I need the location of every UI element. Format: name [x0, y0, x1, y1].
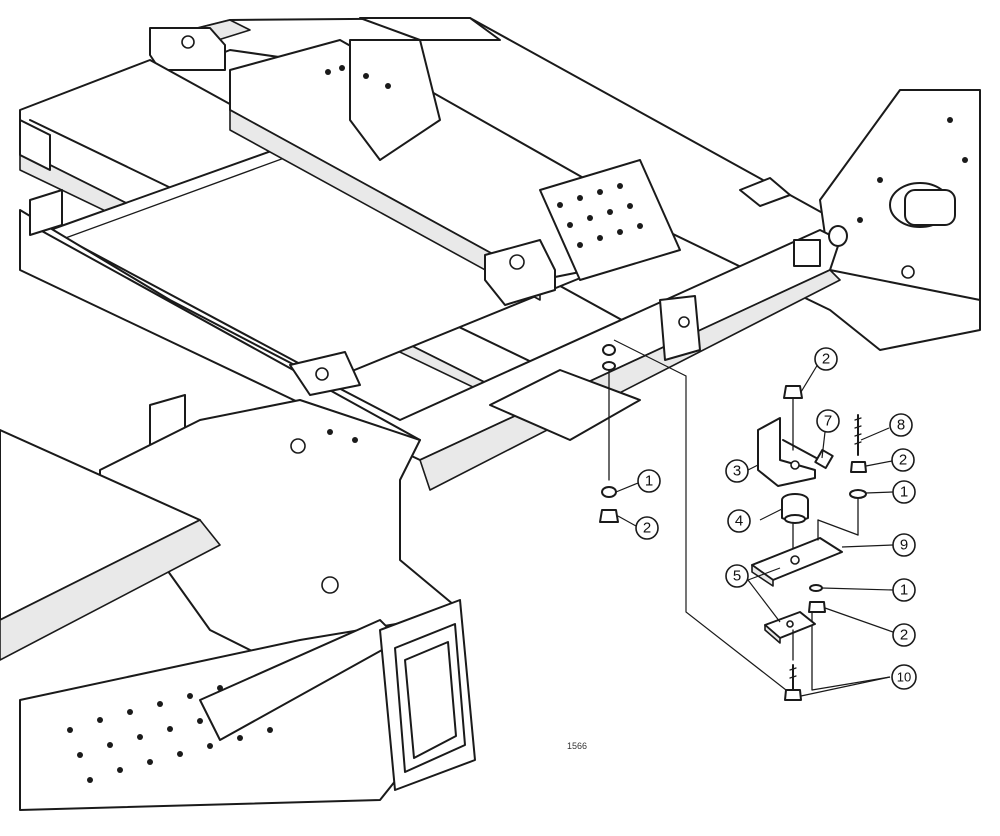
callout-label: 9: [900, 537, 908, 554]
bolt-7: [782, 439, 834, 470]
bolt-8: [854, 414, 862, 456]
callout-label: 2: [899, 452, 907, 469]
callout-label: 1: [900, 582, 908, 599]
chassis-frame: [0, 17, 981, 811]
callout-1b: 1: [892, 480, 916, 504]
callout-2c: 2: [891, 448, 915, 472]
callout-label: 1: [645, 473, 653, 490]
callout-2b: 2: [814, 347, 838, 371]
callout-2a: 2: [635, 516, 659, 540]
callout-5: 5: [725, 564, 749, 588]
callout-4: 4: [727, 509, 751, 533]
nut-top: [783, 385, 803, 399]
callout-7: 7: [816, 409, 840, 433]
callout-9: 9: [892, 533, 916, 557]
callout-2d: 2: [892, 623, 916, 647]
figure-reference: 1566: [567, 741, 587, 751]
callout-1a: 1: [637, 469, 661, 493]
angle-bracket: [757, 417, 816, 487]
frame-mount-fasteners: [599, 344, 619, 523]
callout-label: 2: [900, 627, 908, 644]
callout-label: 2: [643, 520, 651, 537]
callout-label: 4: [735, 513, 743, 530]
callout-leaders: [615, 363, 894, 697]
callout-label: 8: [897, 417, 905, 434]
callout-3: 3: [725, 459, 749, 483]
callout-label: 7: [824, 413, 832, 430]
callout-label: 1: [900, 484, 908, 501]
callout-10: 10: [891, 664, 917, 690]
isolator-4: [781, 493, 809, 524]
callout-1c: 1: [892, 578, 916, 602]
callout-label: 10: [897, 670, 911, 685]
exploded-mount-parts: [613, 339, 867, 701]
callout-label: 2: [822, 351, 830, 368]
bolt-10: [784, 664, 802, 701]
callout-label: 5: [733, 568, 741, 585]
callout-label: 3: [733, 463, 741, 480]
callout-8: 8: [889, 413, 913, 437]
